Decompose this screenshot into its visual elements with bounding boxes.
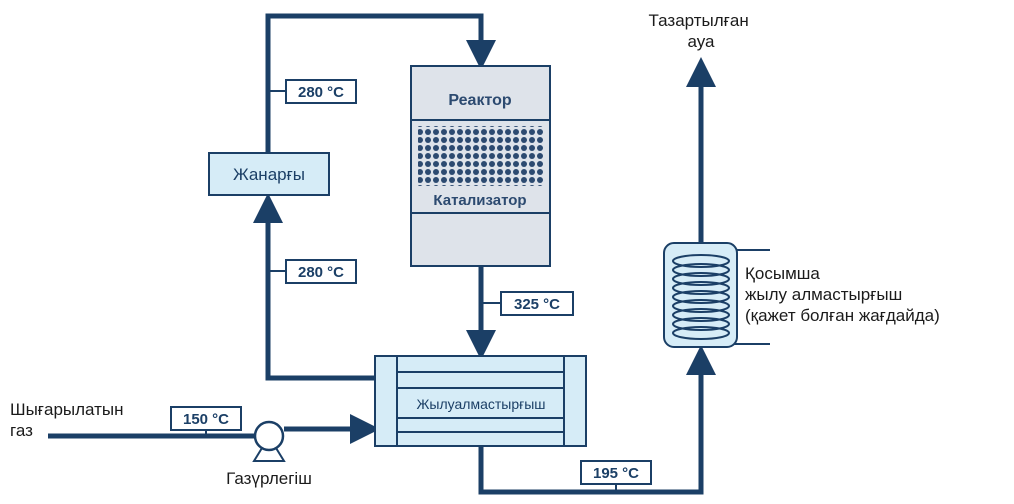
heat-exchanger-label: Жылуалмастырғыш — [416, 396, 545, 412]
reactor: Реактор Катализатор — [410, 65, 551, 267]
catalyst-label: Катализатор — [433, 192, 526, 209]
exhaust-gas-label: Шығарылатын газ — [10, 400, 128, 440]
blower-label: Газүрлегіш — [226, 469, 312, 488]
svg-text:150 °C: 150 °C — [183, 411, 229, 428]
temp-tag-burner-out: 280 °C — [268, 79, 357, 104]
heat-exchanger: Жылуалмастырғыш — [374, 355, 587, 447]
svg-text:195 °C: 195 °C — [593, 465, 639, 482]
temp-tag-outlet: 195 °C — [580, 460, 652, 492]
svg-text:325 °C: 325 °C — [514, 296, 560, 313]
temp-tag-inlet: 150 °C — [170, 406, 242, 436]
svg-text:280 °C: 280 °C — [298, 264, 344, 281]
temp-tag-burner-in: 280 °C — [268, 259, 357, 284]
burner: Жанарғы — [208, 152, 330, 196]
pump-icon — [252, 420, 286, 462]
burner-to-reactor-line — [265, 13, 496, 153]
aux-heat-exchanger — [663, 242, 770, 348]
aux-exchanger-label: Қосымша жылу алмастырғыш (қажет болған ж… — [745, 264, 940, 325]
reactor-label: Реактор — [448, 92, 511, 109]
svg-text:280 °C: 280 °C — [298, 84, 344, 101]
exchanger-to-burner-line — [253, 193, 375, 381]
clean-air-label: Тазартылған ауа — [649, 11, 754, 51]
burner-label: Жанарғы — [233, 165, 305, 184]
catalyst-pattern-icon — [418, 126, 543, 186]
coil-icon — [672, 254, 730, 340]
temp-tag-reactor-out: 325 °C — [481, 291, 574, 316]
exchanger-to-aux-line — [478, 345, 716, 495]
